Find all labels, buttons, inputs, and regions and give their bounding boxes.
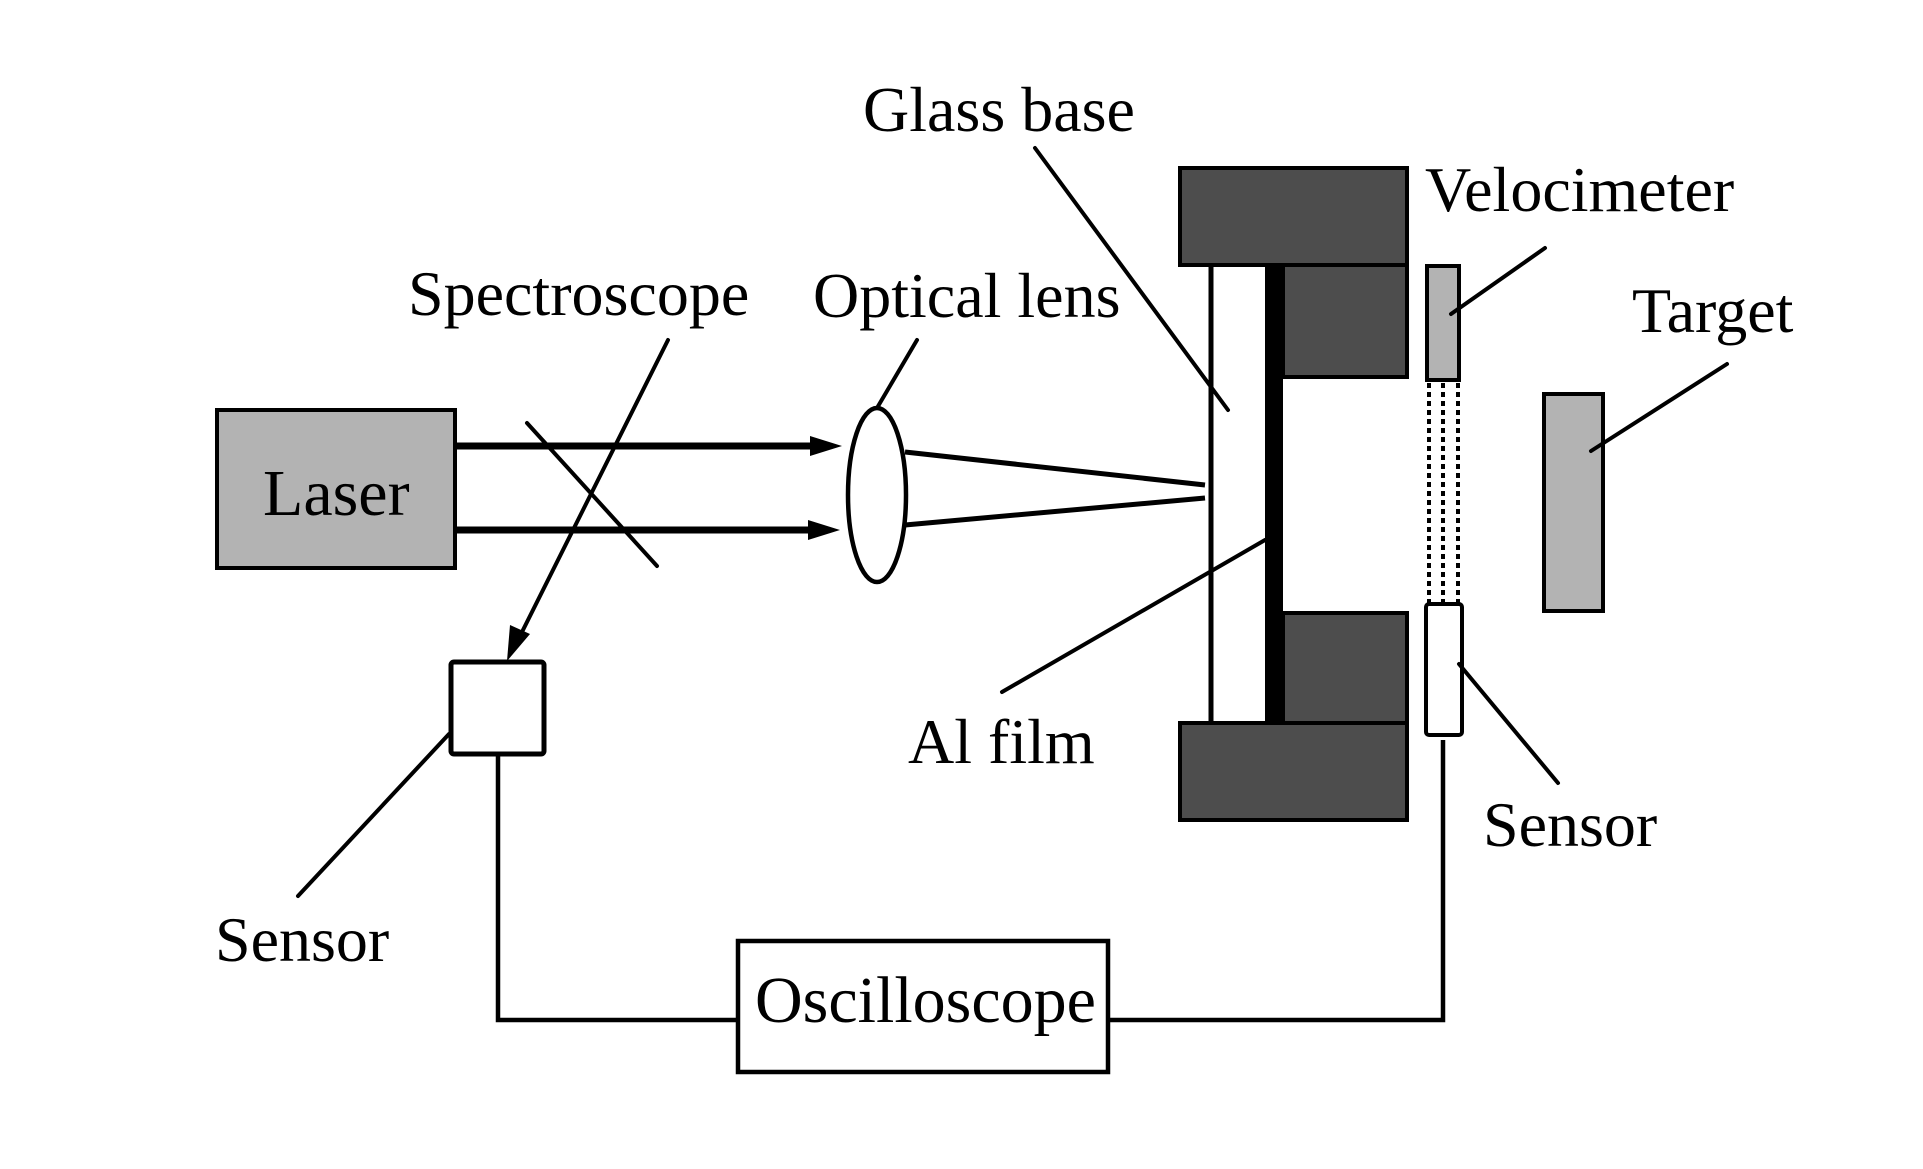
sensor-right-leader xyxy=(1457,662,1560,785)
spectroscope-arrowhead xyxy=(507,625,530,661)
sensor-left-label: Sensor xyxy=(215,904,389,975)
sensor-left-box xyxy=(448,659,547,757)
velocimeter: Velocimeter xyxy=(1425,154,1734,603)
optical-lens: Optical lens xyxy=(813,260,1206,585)
sensor-right: Sensor xyxy=(1424,602,1657,860)
spectroscope: Spectroscope xyxy=(408,258,749,661)
laser: Laser xyxy=(215,408,457,570)
target-leader xyxy=(1589,362,1729,453)
glass-base-leader xyxy=(1033,146,1230,412)
oscilloscope: Oscilloscope xyxy=(495,740,1446,1075)
sensor-right-box xyxy=(1424,602,1464,737)
focused-beam-upper xyxy=(904,449,1206,488)
laser-beams xyxy=(457,436,842,540)
optical-lens-label: Optical lens xyxy=(813,260,1120,331)
sample-holder: Glass base Al film xyxy=(863,74,1409,822)
lower-beam-arrowhead xyxy=(808,520,840,540)
glass-base-label: Glass base xyxy=(863,74,1135,145)
upper-beam-arrowhead xyxy=(810,436,842,456)
top-clamp xyxy=(1178,166,1409,267)
al-film-layer xyxy=(1265,265,1283,723)
oscilloscope-label: Oscilloscope xyxy=(755,964,1096,1037)
spectroscope-leader-arrow xyxy=(516,338,670,642)
target: Target xyxy=(1542,275,1794,613)
al-film-leader xyxy=(1000,538,1267,694)
wire-left xyxy=(495,756,737,1023)
spectroscope-label: Spectroscope xyxy=(408,258,749,329)
velocimeter-leader xyxy=(1449,246,1547,316)
lower-inner-clamp xyxy=(1281,611,1409,725)
focused-beam-lower xyxy=(904,495,1206,528)
oscilloscope-box xyxy=(735,938,1111,1075)
laser-box xyxy=(215,408,457,570)
al-film-label: Al film xyxy=(908,706,1095,777)
laser-label: Laser xyxy=(263,457,410,530)
target-block xyxy=(1542,392,1605,613)
lens-ellipse xyxy=(845,405,909,585)
sensor-left: Sensor xyxy=(215,659,547,975)
velocimeter-probe xyxy=(1425,264,1461,382)
wire-right xyxy=(1108,740,1446,1023)
bottom-clamp xyxy=(1178,721,1409,822)
optical-lens-leader xyxy=(875,338,919,410)
upper-inner-clamp xyxy=(1281,263,1409,379)
sensor-left-leader xyxy=(296,732,451,898)
velocimeter-label: Velocimeter xyxy=(1425,154,1734,225)
target-label: Target xyxy=(1632,275,1794,346)
sensor-right-label: Sensor xyxy=(1483,789,1657,860)
